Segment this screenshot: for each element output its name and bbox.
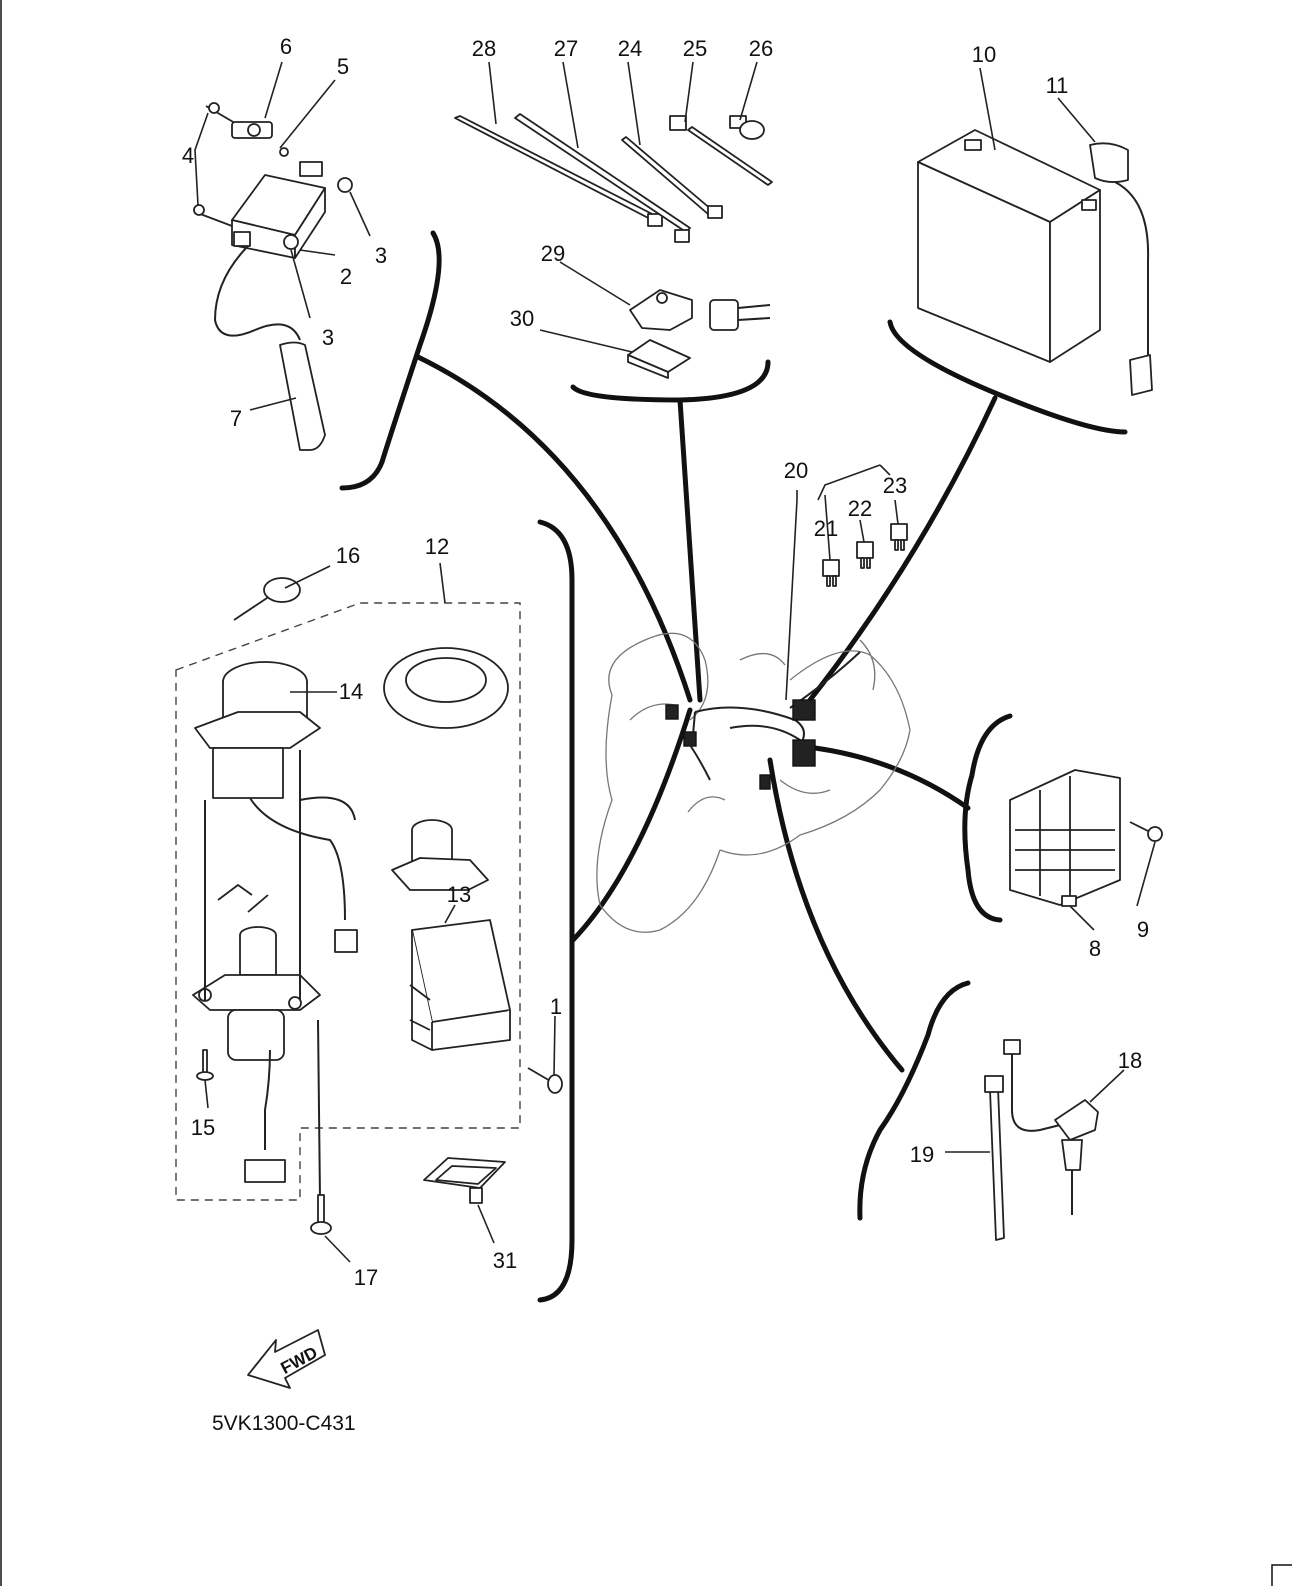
callout-29: 29 [541,241,565,266]
callout-28: 28 [472,36,496,61]
bracket-main-switch [537,519,575,1303]
key-16 [233,577,301,621]
callout-30: 30 [510,306,534,331]
battery-assembly [917,129,1153,396]
callout-20: 20 [784,458,808,483]
coupler-covers [627,289,771,379]
callout-22: 22 [848,496,872,521]
callout-17: 17 [354,1265,378,1290]
callout-26: 26 [749,36,773,61]
callout-13: 13 [447,882,471,907]
drawing-code: 5VK1300-C431 [212,1412,356,1435]
callout-3b: 3 [322,325,334,350]
motorcycle-outline [596,632,911,933]
callout-24: 24 [618,36,642,61]
leader-lines [194,61,1156,1263]
bracket-ignition-coil [339,230,442,491]
bracket-rectifier [962,713,1013,923]
callout-2: 2 [340,264,352,289]
callout-31: 31 [493,1248,517,1273]
callout-numbers: 6 5 4 3 2 3 7 28 27 24 25 26 29 30 10 11… [182,34,1149,1290]
boot-31 [423,1157,506,1204]
callout-27: 27 [554,36,578,61]
callout-16: 16 [336,543,360,568]
cable-ties [454,113,773,243]
callout-19: 19 [910,1142,934,1167]
callout-25: 25 [683,36,707,61]
rectifier-regulator [1009,769,1163,907]
callout-3a: 3 [375,243,387,268]
callout-15: 15 [191,1115,215,1140]
callout-9: 9 [1137,917,1149,942]
callout-4: 4 [182,143,194,168]
callout-7: 7 [230,406,242,431]
fwd-arrow: FWD [247,1329,326,1389]
bracket-battery [887,319,1128,435]
harness-leads [415,354,998,1073]
bracket-neutral-switch [857,980,971,1221]
callout-21: 21 [814,516,838,541]
callout-6: 6 [280,34,292,59]
callout-10: 10 [972,42,996,67]
callout-8: 8 [1089,936,1101,961]
callout-12: 12 [425,534,449,559]
callout-23: 23 [883,473,907,498]
wire-harness-20 [665,651,861,790]
ignition-coil-assembly [193,102,353,451]
neutral-switch-assembly [984,1039,1099,1241]
callout-14: 14 [339,679,363,704]
callout-1: 1 [550,994,562,1019]
group-brackets [339,230,1128,1303]
callout-11: 11 [1046,73,1069,98]
fuses [822,523,908,587]
callout-5: 5 [337,54,349,79]
main-switch-group [175,602,563,1235]
callout-18: 18 [1118,1048,1142,1073]
